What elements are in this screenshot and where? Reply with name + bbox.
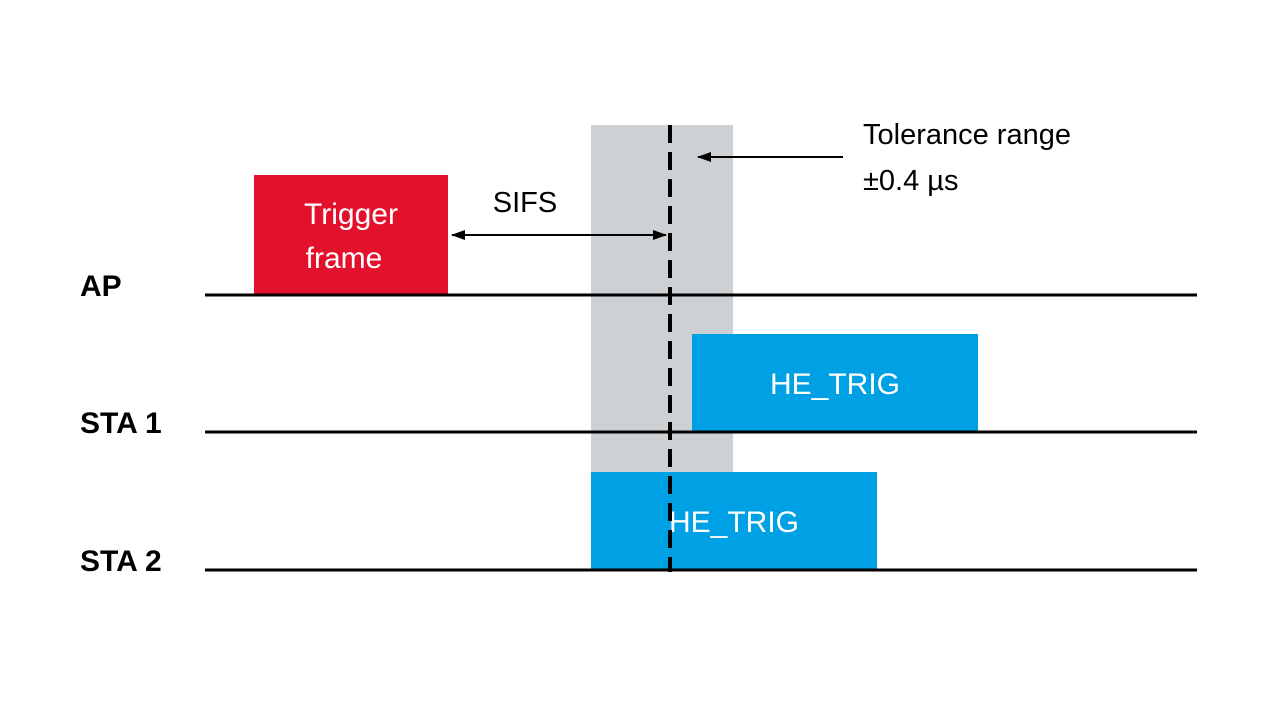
sta2-he-trig-label: HE_TRIG — [669, 506, 799, 539]
sta1-he-trig-block — [692, 334, 978, 431]
trigger-frame-label-line1: Trigger — [304, 198, 398, 231]
lane-label-ap: AP — [80, 270, 122, 303]
tolerance-label-line2: ±0.4 µs — [863, 165, 959, 197]
lane-label-sta2: STA 2 — [80, 545, 162, 578]
sifs-label: SIFS — [493, 187, 557, 219]
trigger-frame-block — [254, 175, 448, 295]
sta2-he-trig-block — [591, 472, 877, 569]
lane-label-sta1: STA 1 — [80, 407, 162, 440]
trigger-frame-label-line2: frame — [306, 242, 383, 275]
tolerance-label-line1: Tolerance range — [863, 119, 1071, 151]
sta1-he-trig-label: HE_TRIG — [770, 368, 900, 401]
